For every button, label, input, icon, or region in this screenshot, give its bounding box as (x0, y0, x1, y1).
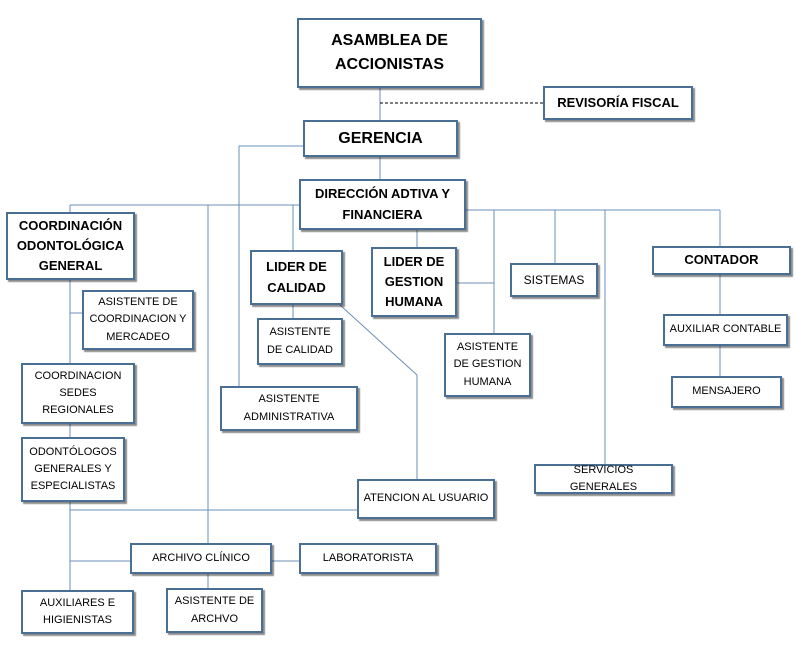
node-lider-gestion-humana: LIDER DE GESTION HUMANA (371, 247, 457, 317)
node-asistente-gestion-humana: ASISTENTE DE GESTION HUMANA (444, 333, 531, 397)
node-mensajero: MENSAJERO (671, 376, 782, 408)
node-asistente-archivo: ASISTENTE DE ARCHVO (166, 588, 263, 633)
node-atencion-usuario: ATENCION AL USUARIO (357, 479, 495, 519)
node-coordinacion-odontologica: COORDINACIÓN ODONTOLÓGICA GENERAL (6, 212, 135, 280)
node-contador: CONTADOR (652, 246, 791, 275)
node-asamblea: ASAMBLEA DE ACCIONISTAS (297, 18, 482, 88)
node-lider-calidad: LIDER DE CALIDAD (250, 250, 343, 305)
node-asistente-coordinacion: ASISTENTE DE COORDINACION Y MERCADEO (82, 290, 194, 350)
node-auxiliar-contable: AUXILIAR CONTABLE (663, 314, 788, 346)
node-servicios-generales: SERVICIOS GENERALES (534, 464, 673, 494)
node-asistente-administrativa: ASISTENTE ADMINISTRATIVA (220, 386, 358, 431)
node-laboratorista: LABORATORISTA (299, 543, 437, 574)
node-coordinacion-sedes: COORDINACION SEDES REGIONALES (21, 363, 135, 424)
node-archivo-clinico: ARCHIVO CLÍNICO (130, 543, 272, 574)
node-sistemas: SISTEMAS (510, 263, 598, 297)
node-revisoria-fiscal: REVISORÍA FISCAL (543, 86, 693, 120)
node-asistente-calidad: ASISTENTE DE CALIDAD (257, 318, 343, 365)
connector (339, 304, 418, 376)
node-direccion: DIRECCIÓN ADTIVA Y FINANCIERA (299, 179, 466, 230)
node-odontologos: ODONTÓLOGOS GENERALES Y ESPECIALISTAS (21, 437, 125, 502)
node-gerencia: GERENCIA (303, 120, 458, 157)
node-auxiliares-higienistas: AUXILIARES E HIGIENISTAS (21, 590, 134, 634)
